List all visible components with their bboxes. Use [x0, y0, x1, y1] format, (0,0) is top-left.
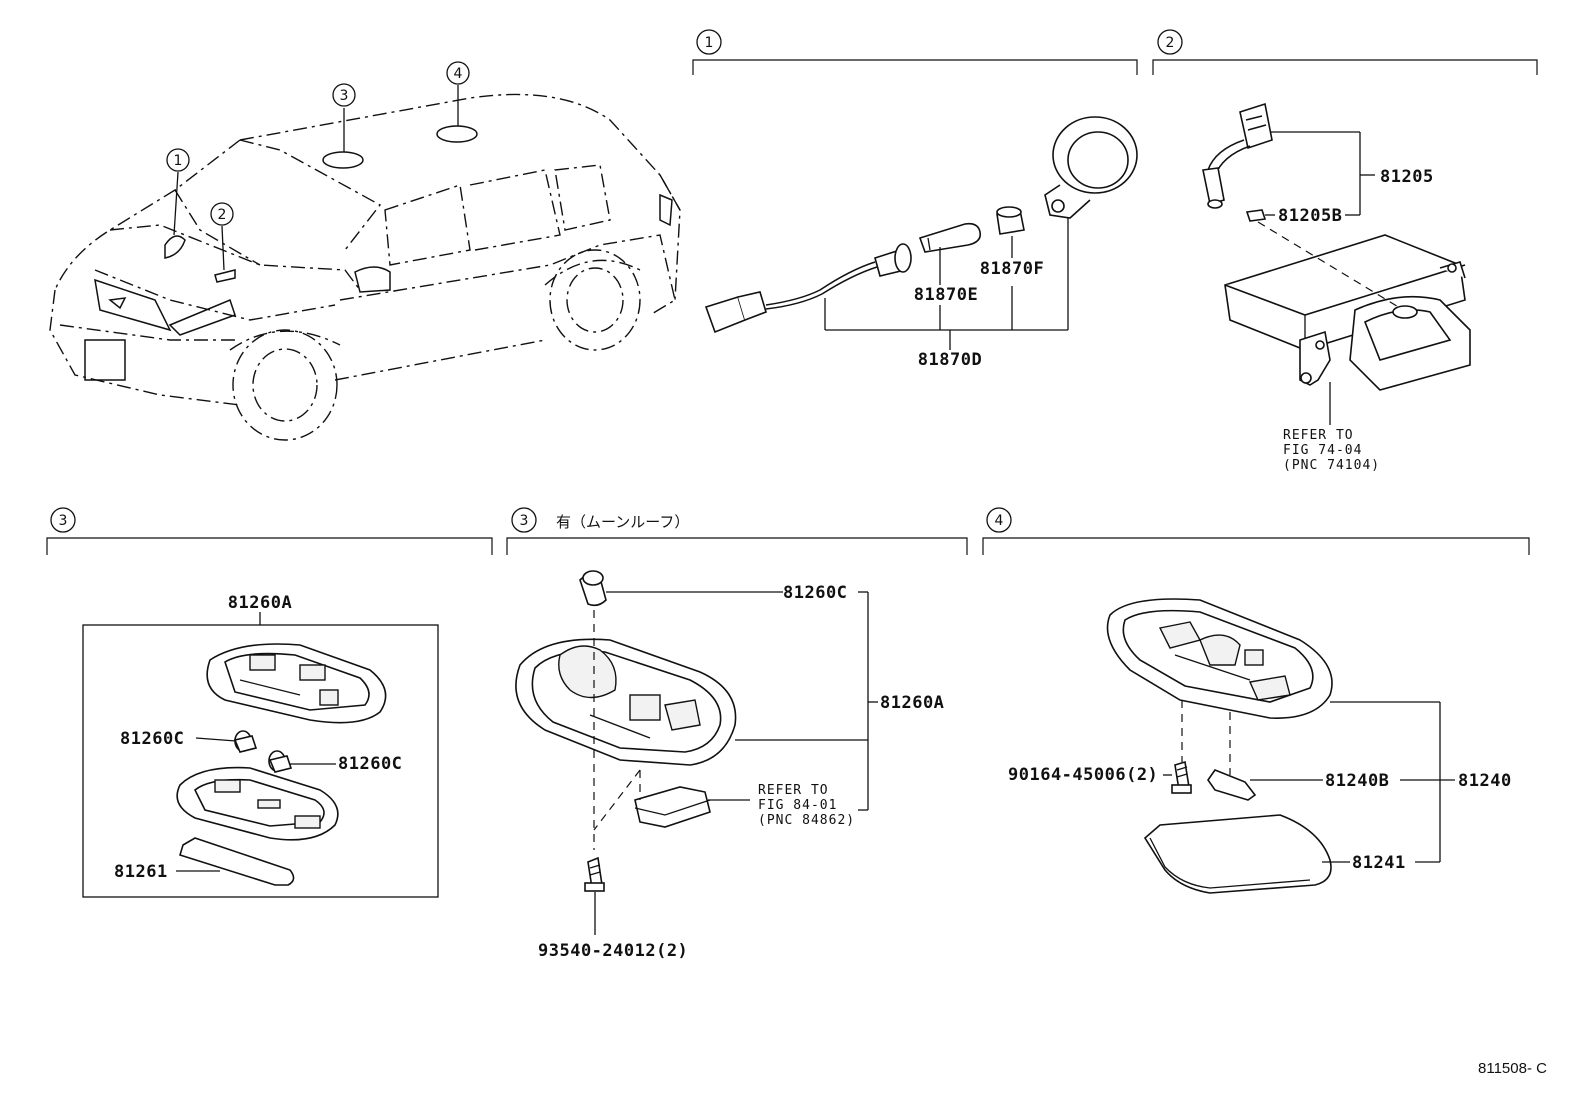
section-4: 4 90164-45006(2) 81240B 81240	[982, 507, 1530, 894]
part-81241: 81241	[1352, 853, 1406, 873]
section-2: 2 81205 81205B REFER TO FIG 74-	[1152, 29, 1538, 473]
part-81870D: 81870D	[918, 350, 982, 370]
vehicle-overview: 1 2 3 4	[49, 61, 681, 441]
ref-fig-74-04-line1: REFER TO	[1283, 428, 1354, 443]
car-callout-2: 2	[218, 207, 227, 223]
part-81205B: 81205B	[1278, 206, 1342, 226]
section-3a-label: 3	[59, 513, 68, 529]
section-2-label: 2	[1166, 35, 1175, 51]
section-3a: 3 81260A 81260C 81260C 81261	[46, 507, 493, 898]
ref-fig-84-01-line2: FIG 84-01	[758, 798, 837, 813]
part-81870E: 81870E	[914, 285, 978, 305]
part-90164-45006: 90164-45006(2)	[1008, 765, 1158, 785]
part-81240B: 81240B	[1325, 771, 1389, 791]
part-81260C-right: 81260C	[338, 754, 402, 774]
ref-fig-74-04-line3: (PNC 74104)	[1283, 458, 1380, 473]
part-81260A-b: 81260A	[880, 693, 944, 713]
section-3b-label: 3	[520, 513, 529, 529]
part-93540-24012: 93540-24012(2)	[538, 941, 688, 961]
section-4-label: 4	[995, 513, 1004, 529]
ref-fig-84-01-line1: REFER TO	[758, 783, 829, 798]
moonroof-note: 有（ムーンルーフ）	[556, 513, 689, 531]
part-81870F: 81870F	[980, 259, 1044, 279]
section-3b: 3 有（ムーンルーフ） 81260C 81260	[506, 507, 968, 961]
part-81205: 81205	[1380, 167, 1434, 187]
part-81260C-b: 81260C	[783, 583, 847, 603]
part-81261: 81261	[114, 862, 168, 882]
section-1-label: 1	[705, 35, 714, 51]
figure-code: 811508- C	[1478, 1060, 1547, 1077]
part-81240: 81240	[1458, 771, 1512, 791]
car-callout-3: 3	[340, 88, 349, 104]
car-callout-1: 1	[174, 153, 183, 169]
part-81260A-box: 81260A	[228, 593, 292, 613]
section-1: 1 81870F 81870E 81870D	[692, 29, 1138, 370]
part-81260C-left: 81260C	[120, 729, 184, 749]
ref-fig-84-01-line3: (PNC 84862)	[758, 813, 855, 828]
ref-fig-74-04-line2: FIG 74-04	[1283, 443, 1362, 458]
car-callout-4: 4	[454, 66, 463, 82]
